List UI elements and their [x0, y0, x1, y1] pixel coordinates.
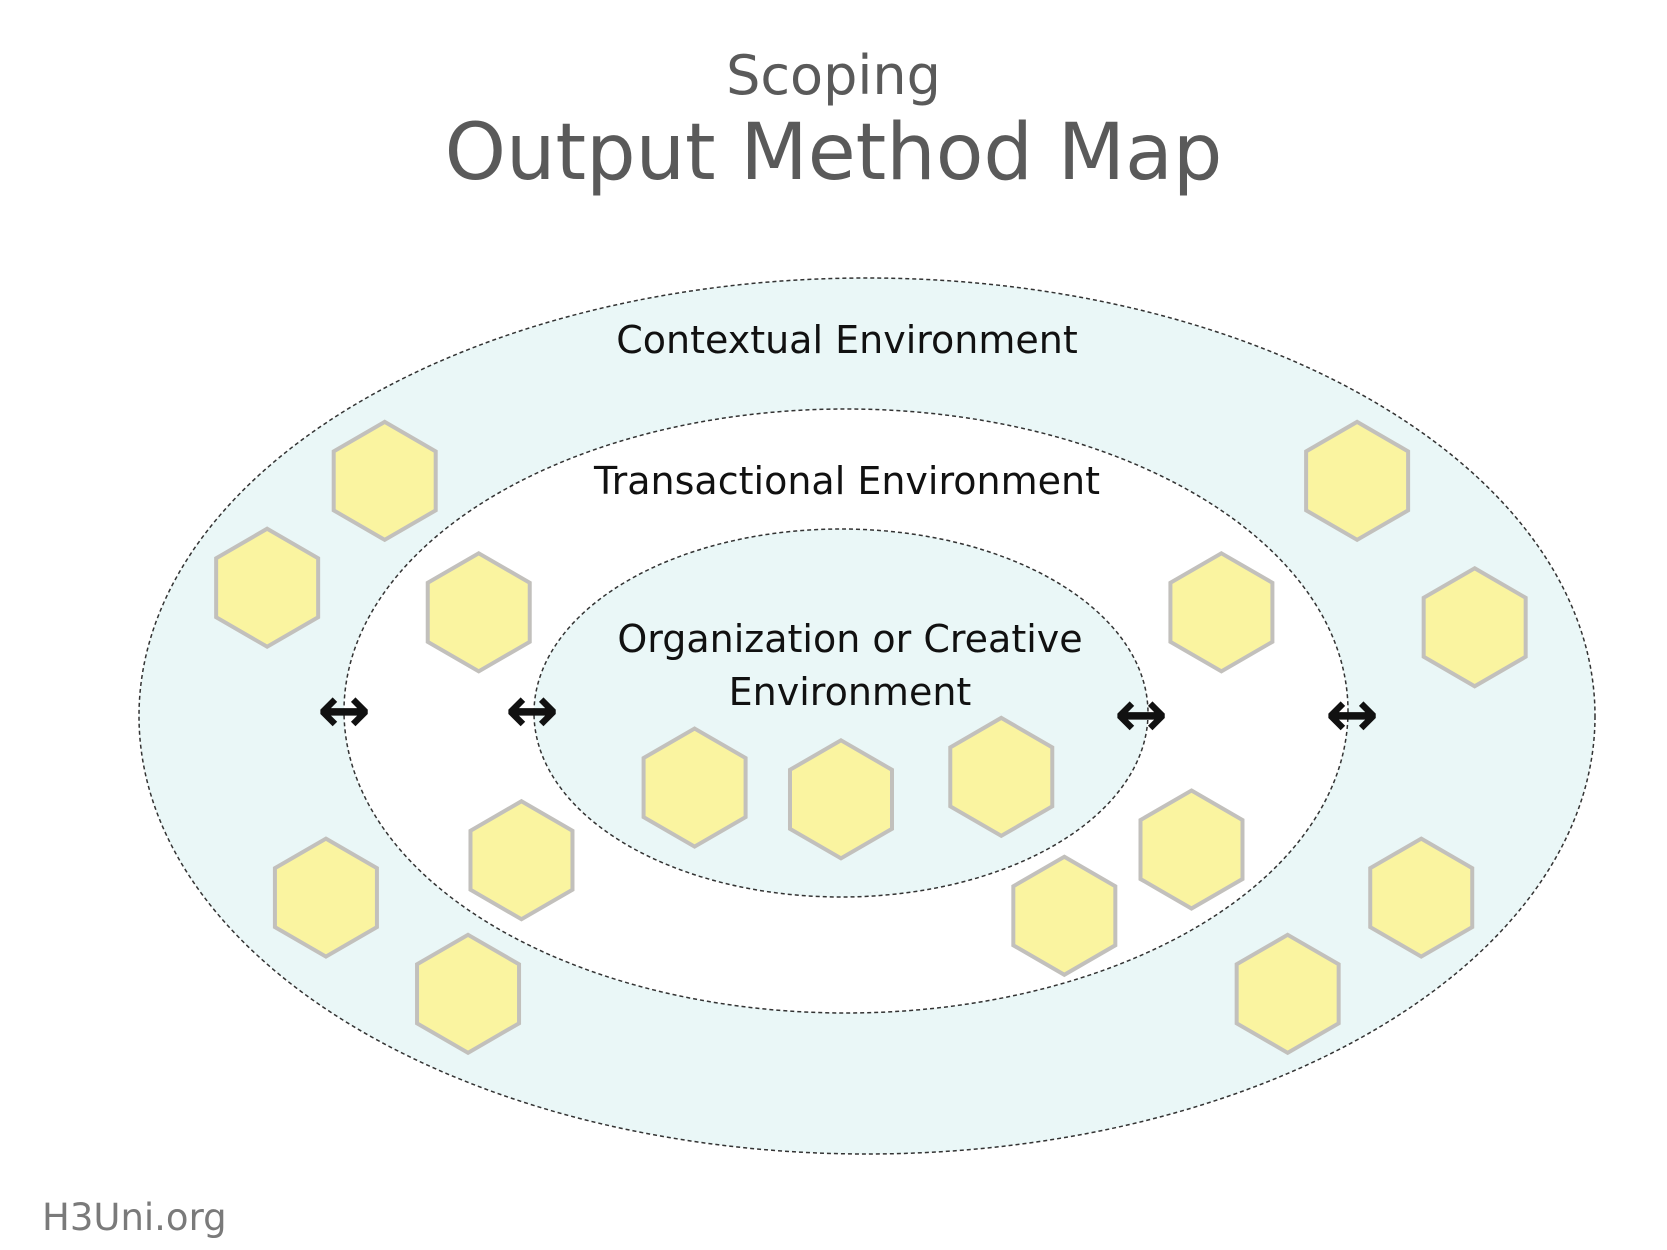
double-arrow-icon: ↔	[1114, 678, 1168, 752]
hexagon-marker	[468, 798, 575, 922]
double-arrow-icon: ↔	[317, 674, 371, 748]
organization-environment-label-line1: Organization or Creative	[617, 617, 1082, 661]
double-arrow-icon: ↔	[505, 674, 559, 748]
hexagon-marker	[1234, 932, 1341, 1056]
hexagon-marker	[272, 836, 379, 959]
contextual-environment-label: Contextual Environment	[616, 318, 1078, 362]
hexagon-marker	[415, 932, 522, 1056]
transactional-environment-label: Transactional Environment	[593, 459, 1100, 503]
hexagon-marker	[214, 526, 321, 650]
footer-website: H3Uni.org	[42, 1196, 227, 1239]
hexagon-marker	[787, 738, 894, 861]
hexagon-marker	[1011, 854, 1118, 978]
hexagon-marker	[425, 550, 532, 674]
hexagon-marker	[1304, 419, 1411, 543]
hexagon-marker	[331, 419, 438, 543]
hexagon-marker	[1368, 836, 1475, 959]
diagram-title: Output Method Map	[444, 108, 1223, 198]
organization-environment-label-line2: Environment	[729, 670, 972, 714]
hexagon-marker	[948, 715, 1055, 839]
hexagon-marker	[1421, 565, 1528, 689]
hexagon-marker	[641, 726, 748, 849]
hexagon-marker	[1168, 550, 1275, 674]
double-arrow-icon: ↔	[1325, 678, 1379, 752]
hexagon-marker	[1138, 788, 1245, 911]
diagram-subtitle: Scoping	[726, 44, 941, 107]
